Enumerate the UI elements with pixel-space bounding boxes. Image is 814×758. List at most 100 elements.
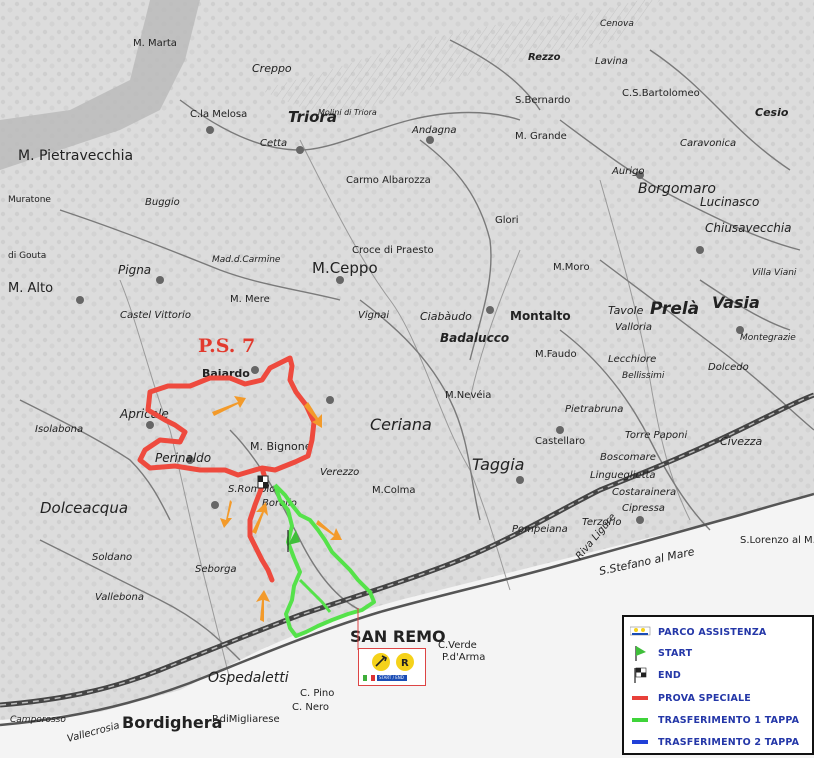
legend-item-end: END bbox=[630, 666, 681, 684]
label-ciabaudo: Ciabàudo bbox=[420, 310, 472, 323]
label-triora: Triora bbox=[288, 108, 337, 126]
label-torre-paponi: Torre Paponi bbox=[625, 430, 688, 441]
legend-label: PROVA SPECIALE bbox=[658, 692, 751, 704]
legend-label: PARCO ASSISTENZA bbox=[658, 626, 767, 638]
legend-item-prova-speciale: PROVA SPECIALE bbox=[630, 689, 751, 707]
label-bellissimi: Bellissimi bbox=[622, 371, 665, 381]
label-glori: Glori bbox=[495, 215, 519, 226]
label-m-bignone: M. Bignone bbox=[250, 440, 312, 453]
label-pigna: Pigna bbox=[118, 263, 151, 277]
label-m-alto: M. Alto bbox=[8, 281, 53, 296]
label-prela: Prelà bbox=[650, 299, 699, 319]
label-perinaldo: Perinaldo bbox=[155, 451, 211, 465]
sea-area bbox=[0, 495, 814, 758]
legend-item-start: START bbox=[630, 644, 692, 662]
legend-item-parco-assistenza: PARCO ASSISTENZA bbox=[629, 623, 767, 641]
label-m-marta: M. Marta bbox=[133, 38, 177, 49]
label-montegrazie: Montegrazie bbox=[740, 333, 796, 343]
blue-line-swatch bbox=[630, 733, 652, 751]
coastal-road bbox=[0, 492, 814, 727]
label-montalto: Montalto bbox=[510, 309, 571, 323]
label-chiusavecchia: Chiusavecchia bbox=[705, 221, 792, 235]
label-cenova: Cenova bbox=[600, 19, 634, 29]
legend-label: END bbox=[658, 669, 681, 681]
label-ceriana: Ceriana bbox=[370, 415, 432, 434]
label-dolcedo: Dolcedo bbox=[708, 362, 749, 373]
label-soldano: Soldano bbox=[92, 552, 132, 563]
label-c-nero: C. Nero bbox=[292, 702, 329, 713]
label-mad-carmine: Mad.d.Carmine bbox=[212, 255, 281, 265]
label-sanremo: SAN REMO bbox=[350, 627, 446, 646]
label-aurigo: Aurigo bbox=[611, 166, 645, 177]
legend: PARCO ASSISTENZA START END PROVA SPECIAL… bbox=[622, 615, 814, 755]
highway-centerline bbox=[0, 394, 814, 706]
label-muratone: Muratone bbox=[8, 195, 51, 205]
label-taggia: Taggia bbox=[472, 455, 524, 474]
label-lucinasco: Lucinasco bbox=[700, 195, 759, 209]
label-croce-praesto: Croce di Praesto bbox=[352, 245, 434, 256]
label-borgomaro: Borgomaro bbox=[638, 181, 716, 197]
label-pietrabruna: Pietrabruna bbox=[565, 404, 623, 415]
label-buggio: Buggio bbox=[145, 197, 180, 208]
label-m-ceppo: M.Ceppo bbox=[312, 259, 378, 277]
transfer-1-branch bbox=[298, 578, 332, 613]
label-m-grande: M. Grande bbox=[515, 131, 567, 142]
wrench-icon bbox=[375, 655, 387, 667]
label-badalucco: Badalucco bbox=[440, 331, 509, 345]
legend-label: TRASFERIMENTO 1 TAPPA bbox=[658, 714, 800, 726]
svg-text:R: R bbox=[401, 658, 409, 669]
start-flag-icon bbox=[630, 644, 652, 662]
label-vignai: Vignai bbox=[358, 310, 389, 321]
label-carmo: Carmo Albarozza bbox=[346, 175, 431, 186]
label-p-migliarese: P.diMigliarese bbox=[212, 714, 280, 725]
label-m-melosa: C.la Melosa bbox=[190, 109, 247, 120]
ridge-shading bbox=[0, 0, 200, 170]
legend-item-trasferimento-1: TRASFERIMENTO 1 TAPPA bbox=[630, 711, 799, 729]
direction-arrows bbox=[212, 396, 342, 622]
secondary-roads bbox=[19, 39, 814, 661]
town-markers bbox=[76, 126, 744, 524]
label-lavina: Lavina bbox=[595, 56, 628, 67]
checkered-flag-icon bbox=[630, 666, 652, 684]
label-verezzo: Verezzo bbox=[320, 467, 359, 478]
label-c-pino: C. Pino bbox=[300, 688, 334, 699]
legend-label: TRASFERIMENTO 2 TAPPA bbox=[658, 736, 800, 748]
label-isolabona: Isolabona bbox=[35, 424, 83, 435]
label-boscomare: Boscomare bbox=[600, 452, 656, 463]
label-lingueglietta: Lingueglietta bbox=[590, 470, 656, 481]
service-box-label: START / END bbox=[379, 675, 404, 680]
red-line-swatch bbox=[630, 689, 652, 707]
label-tavole: Tavole bbox=[608, 304, 644, 317]
label-borello: Borello bbox=[262, 498, 297, 509]
river-lines bbox=[119, 139, 691, 681]
label-costarainera: Costarainera bbox=[612, 487, 676, 498]
label-m-nevea: M.Nevéia bbox=[445, 389, 491, 401]
label-pompeiana: Pompeiana bbox=[512, 524, 568, 535]
label-gouta: di Gouta bbox=[8, 251, 46, 261]
service-park-icon bbox=[629, 623, 652, 641]
service-park-box: R START / END bbox=[358, 648, 426, 686]
end-flag-icon bbox=[257, 475, 269, 489]
stage-label: P.S. 7 bbox=[198, 335, 255, 357]
label-civezza: Civezza bbox=[720, 435, 763, 448]
label-vallebona: Vallebona bbox=[95, 592, 144, 603]
label-s-lorenzo: S.Lorenzo al M. bbox=[740, 535, 814, 546]
label-p-darma: P.d'Arma bbox=[442, 652, 485, 663]
label-m-pietravecchia: M. Pietravecchia bbox=[18, 148, 133, 164]
label-cesio: Cesio bbox=[755, 106, 789, 119]
ridge-shading-2 bbox=[260, 0, 660, 120]
green-line-swatch bbox=[630, 711, 652, 729]
start-flag-icon bbox=[287, 530, 300, 552]
label-lecchiore: Lecchiore bbox=[608, 354, 656, 365]
label-ospedaletti: Ospedaletti bbox=[208, 670, 289, 686]
label-m-mere: M. Mere bbox=[230, 294, 270, 305]
label-cipressa: Cipressa bbox=[622, 503, 665, 514]
label-m-fauda: M.Faudo bbox=[535, 349, 577, 360]
label-castellaro: Castellaro bbox=[535, 436, 585, 447]
label-villa-viani: Villa Viani bbox=[752, 268, 797, 278]
label-rezzo: Rezzo bbox=[528, 52, 561, 63]
label-c-verde: C.Verde bbox=[438, 640, 477, 651]
label-dolceacqua: Dolceacqua bbox=[40, 499, 128, 517]
label-valloria: Valloria bbox=[615, 322, 652, 333]
label-terzorio: Terzorio bbox=[582, 517, 622, 528]
